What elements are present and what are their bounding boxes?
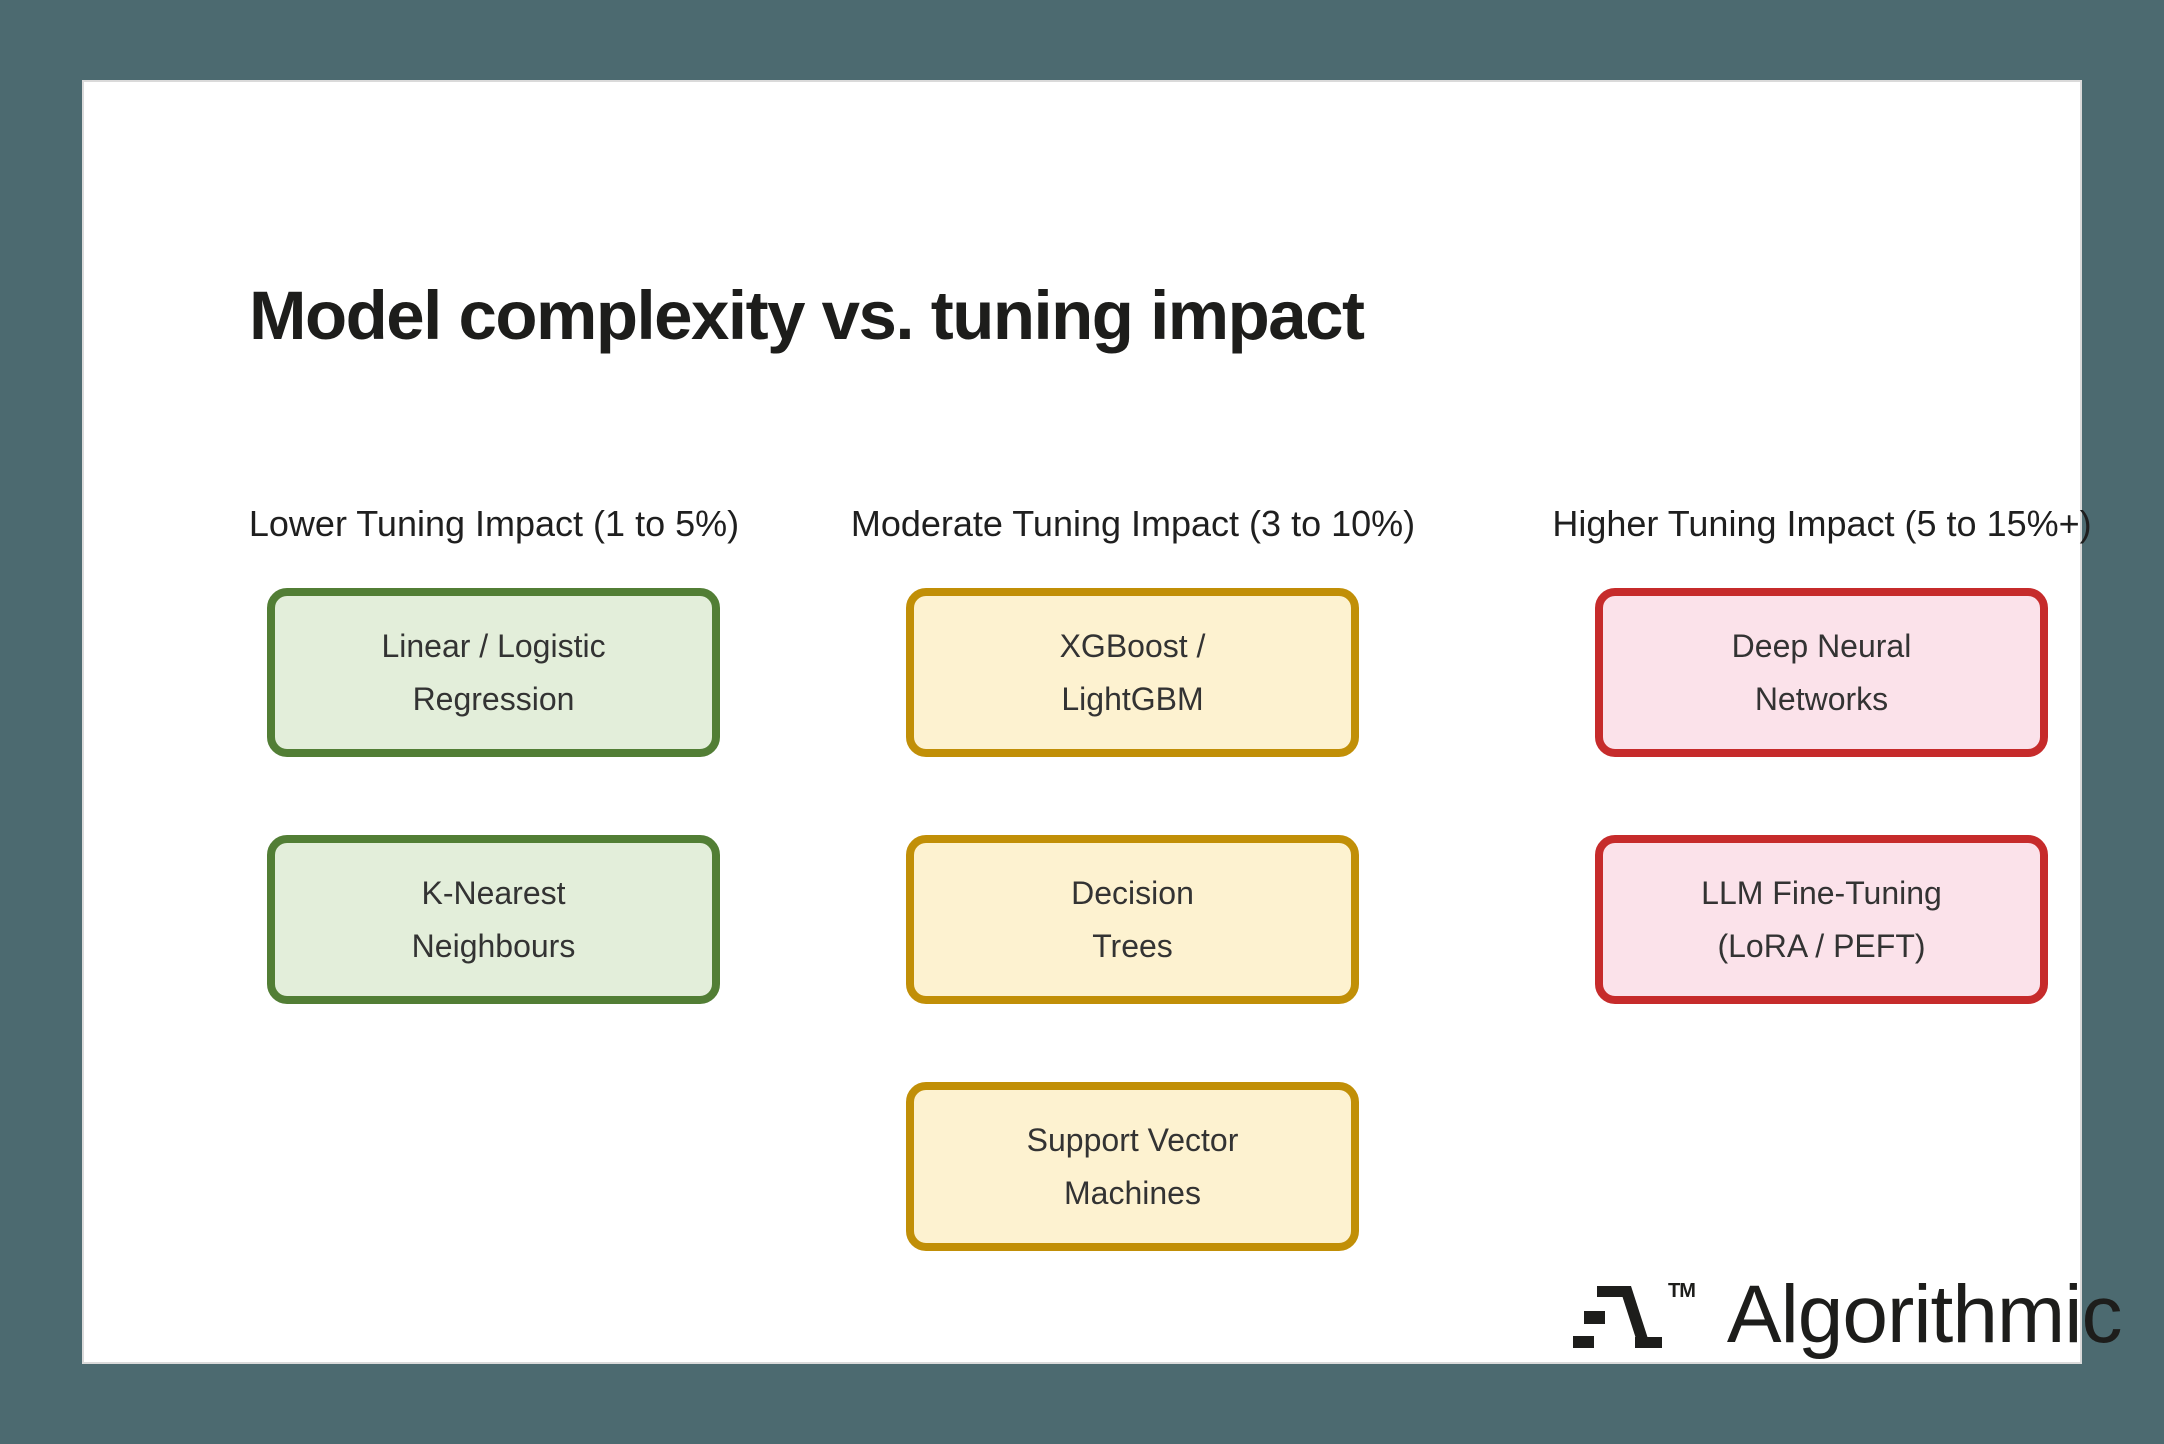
- column-header-moderate-tuning-impact: Moderate Tuning Impact (3 to 10%): [850, 503, 1416, 544]
- infographic-card: Model complexity vs. tuning impact Lower…: [82, 80, 2122, 1364]
- column-header-higher-tuning-impact: Higher Tuning Impact (5 to 15%+): [1552, 503, 2092, 544]
- model-box-line: Deep Neural: [1731, 627, 1912, 664]
- model-box-line: Support Vector: [1026, 1121, 1239, 1158]
- model-box-line: Machines: [1064, 1174, 1201, 1211]
- model-box-k-nearest-neighbours: K-Nearest Neighbours: [267, 835, 720, 1004]
- model-box-line: K-Nearest: [421, 874, 566, 911]
- model-box-decision-trees: Decision Trees: [906, 835, 1359, 1004]
- model-box-line: Linear / Logistic: [381, 627, 606, 664]
- model-box-line: Trees: [1092, 927, 1173, 964]
- model-box-linear-logistic-regression: Linear / Logistic Regression: [267, 588, 720, 757]
- algorithmic-logo: TM Algorithmic: [1573, 1269, 2123, 1360]
- model-box-llm-fine-tuning: LLM Fine-Tuning (LoRA / PEFT): [1595, 835, 2048, 1004]
- trademark-symbol: TM: [1668, 1280, 1696, 1302]
- page-title: Model complexity vs. tuning impact: [249, 277, 1365, 354]
- model-box-xgboost-lightgbm: XGBoost / LightGBM: [906, 588, 1359, 757]
- model-box-line: (LoRA / PEFT): [1717, 927, 1926, 964]
- model-box-line: LLM Fine-Tuning: [1701, 874, 1942, 911]
- model-box-line: Neighbours: [411, 927, 576, 964]
- model-box-deep-neural-networks: Deep Neural Networks: [1595, 588, 2048, 757]
- algorithmic-wordmark: Algorithmic: [1726, 1269, 2123, 1360]
- model-box-line: XGBoost /: [1059, 627, 1206, 664]
- algorithmic-logo-mark-icon: [1573, 1286, 1662, 1348]
- column-header-lower-tuning-impact: Lower Tuning Impact (1 to 5%): [248, 503, 740, 544]
- model-box-line: LightGBM: [1061, 680, 1204, 717]
- model-box-line: Decision: [1071, 874, 1194, 911]
- model-box-line: Networks: [1754, 680, 1889, 717]
- model-box-line: Regression: [412, 680, 575, 717]
- model-box-support-vector-machines: Support Vector Machines: [906, 1082, 1359, 1251]
